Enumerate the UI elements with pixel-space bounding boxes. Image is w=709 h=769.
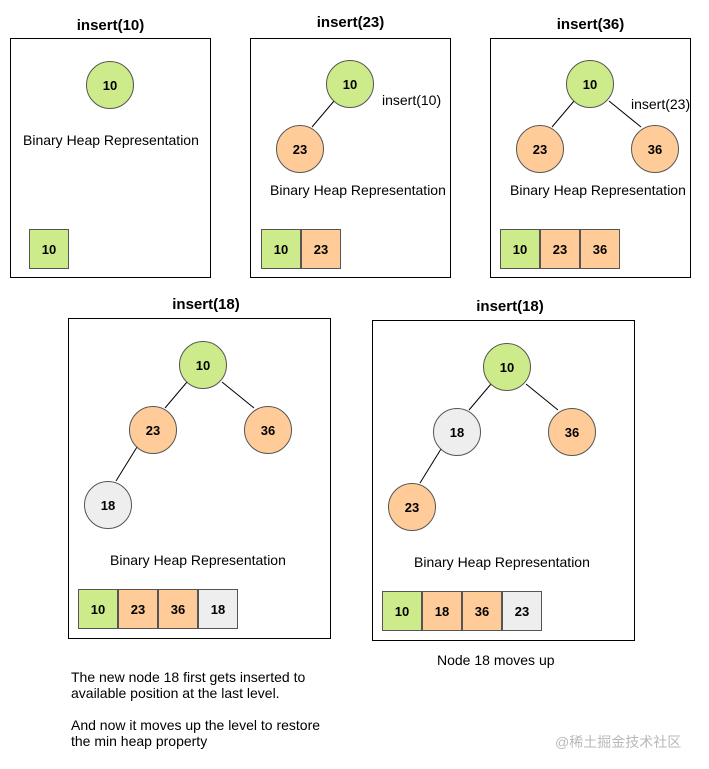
array-cell: 36 xyxy=(462,591,502,631)
note-left-line-3: And now it moves up the level to restore xyxy=(71,717,321,733)
caption: Binary Heap Representation xyxy=(510,182,686,198)
panel-1: 10 Binary Heap Representation 10 xyxy=(10,38,211,278)
caption: Binary Heap Representation xyxy=(23,132,199,148)
array-cell: 10 xyxy=(382,591,422,631)
panel-1-title: insert(10) xyxy=(76,17,145,34)
tree-edge xyxy=(164,381,188,409)
tree-edges xyxy=(551,100,642,128)
note-left-line-1: The new node 18 first gets inserted to xyxy=(71,669,306,685)
panel-2-title: insert(23) xyxy=(316,14,385,31)
note-left-line-4: the min heap property xyxy=(71,733,208,749)
panel-4-title: insert(18) xyxy=(172,296,240,313)
tree-edge xyxy=(525,383,559,411)
tree-node: 10 xyxy=(179,341,227,389)
array-cell: 23 xyxy=(540,229,580,269)
array-cell: 36 xyxy=(580,229,620,269)
tree-node: 36 xyxy=(548,408,596,456)
tree-node: 36 xyxy=(244,406,292,454)
tree-node: 10 xyxy=(566,60,614,108)
tree-edge xyxy=(551,100,575,128)
tree-node: 10 xyxy=(326,60,374,108)
tree-node: 10 xyxy=(483,343,531,391)
array-cell: 23 xyxy=(118,589,158,629)
side-label: insert(23) xyxy=(631,96,691,112)
tree-edges xyxy=(115,381,255,482)
side-label: insert(10) xyxy=(382,92,442,108)
panel-3: 10 23 36 insert(23) Binary Heap Represen… xyxy=(490,38,691,278)
array-cell: 36 xyxy=(158,589,198,629)
tree-node: 23 xyxy=(516,125,564,173)
tree-edge xyxy=(115,446,138,482)
watermark: @稀土掘金技术社区 xyxy=(555,734,682,750)
tree-node: 18 xyxy=(84,481,132,529)
panel-5-title: insert(18) xyxy=(476,298,544,315)
tree-edges xyxy=(419,383,559,484)
array-cell: 23 xyxy=(502,591,542,631)
tree-edge xyxy=(468,383,492,411)
array-cell: 23 xyxy=(301,229,341,269)
array-cell: 10 xyxy=(78,589,118,629)
array-cell: 10 xyxy=(261,229,301,269)
tree-node: 18 xyxy=(433,408,481,456)
tree-edge xyxy=(419,448,442,484)
array-cell: 18 xyxy=(422,591,462,631)
panel-4: 10 23 36 18 Binary Heap Representation 1… xyxy=(68,318,331,639)
caption: Binary Heap Representation xyxy=(270,182,446,198)
tree-node: 23 xyxy=(388,483,436,531)
tree-edge xyxy=(608,100,642,128)
tree-edge xyxy=(311,100,335,128)
tree-edge xyxy=(221,381,255,409)
caption: Binary Heap Representation xyxy=(414,554,590,570)
array-cell: 18 xyxy=(198,589,238,629)
tree-node: 36 xyxy=(631,125,679,173)
array-cell: 10 xyxy=(29,229,69,269)
caption: Binary Heap Representation xyxy=(110,552,286,568)
note-left-line-2: available position at the last level. xyxy=(71,685,280,701)
tree-node: 23 xyxy=(276,125,324,173)
tree-edges xyxy=(311,100,335,128)
panel-3-title: insert(36) xyxy=(556,16,625,33)
panel-2: 10 23 insert(10) Binary Heap Representat… xyxy=(250,38,451,278)
array-cell: 10 xyxy=(500,229,540,269)
tree-node: 10 xyxy=(86,61,134,109)
panel-5: 10 18 36 23 Binary Heap Representation 1… xyxy=(372,320,635,641)
note-right: Node 18 moves up xyxy=(437,652,555,668)
tree-node: 23 xyxy=(129,406,177,454)
